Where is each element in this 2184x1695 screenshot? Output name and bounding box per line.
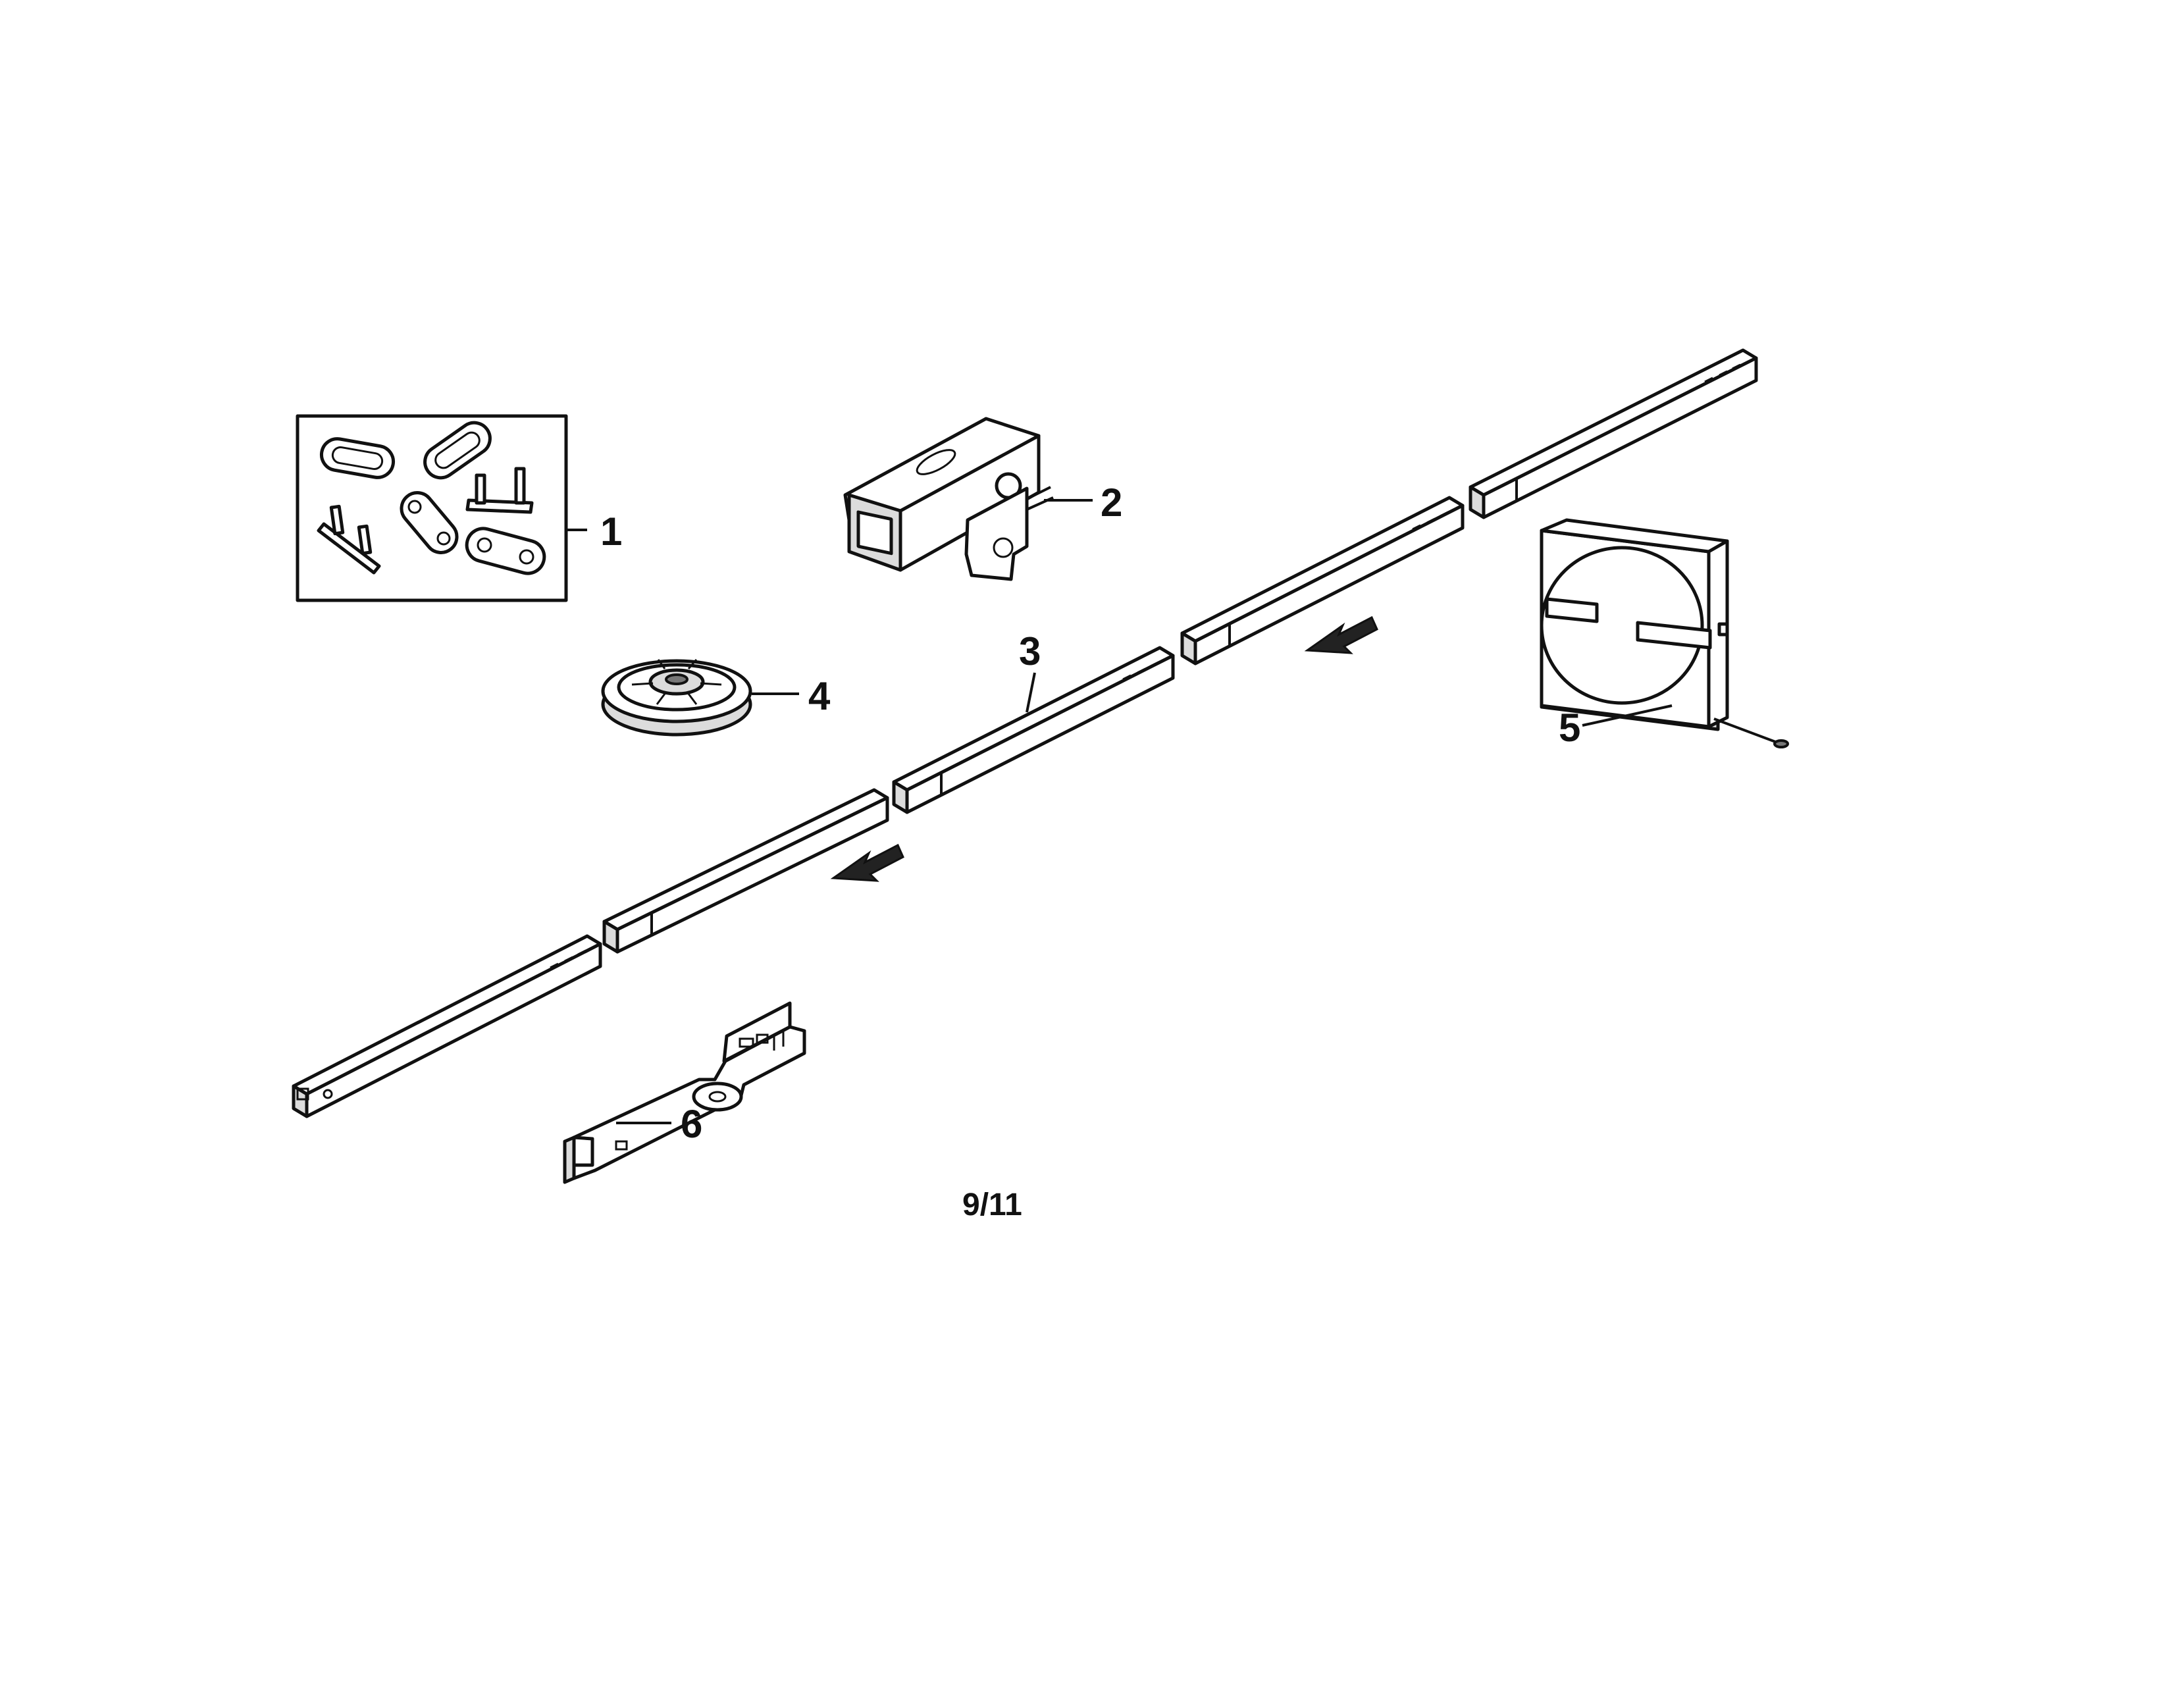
part-6-bracket [563,1001,806,1184]
part-5-sensor-module [1540,518,1789,748]
side-plate-b [465,527,546,575]
side-plate-a [400,491,459,554]
rail-section-3 [892,646,1175,814]
pin-plate-a [317,504,381,575]
part-4-sprocket [601,659,752,737]
callout-3: 3 [1019,629,1041,673]
assembly-direction-arrow-upper [1304,615,1378,654]
assembly-direction-arrow-lower [830,843,904,882]
callout-1: 1 [600,509,622,554]
rail-section-2 [602,788,889,954]
part-3-rail-sections [292,348,1758,1118]
master-link-plate-a [319,437,396,479]
rail-section-1 [292,934,602,1118]
part-2-trolley [843,417,1054,581]
pin-plate-b [465,467,534,514]
callout-4: 4 [808,674,831,718]
callout-5: 5 [1559,706,1580,750]
callout-2: 2 [1101,481,1122,525]
part-1-link-kit [296,414,568,602]
page-number: 9/11 [962,1187,1022,1222]
rail-section-4 [1180,496,1465,665]
rail-section-5 [1469,348,1758,519]
callout-6: 6 [681,1102,702,1146]
master-link-plate-b [423,421,492,480]
